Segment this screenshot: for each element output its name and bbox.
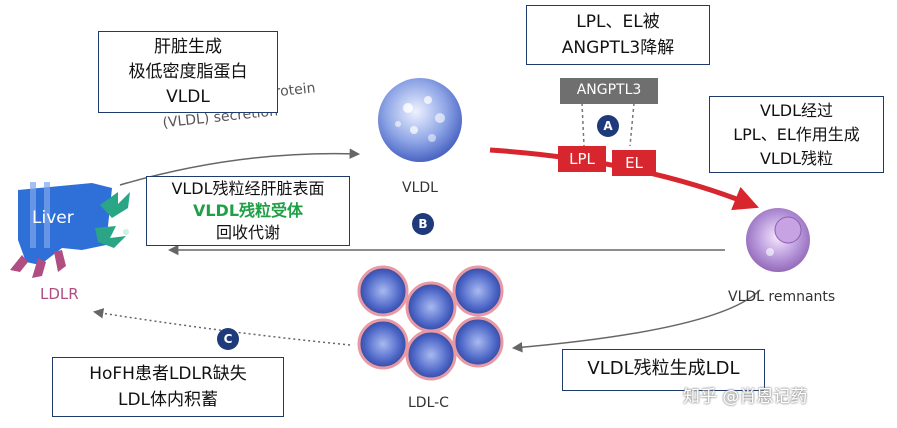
degradation-line-1: LPL、EL被 — [576, 12, 660, 32]
el-enzyme: EL — [612, 150, 656, 176]
vldl-remnants-label: VLDL remnants — [728, 289, 836, 305]
vldl-remnant-particle — [746, 208, 810, 272]
hofh-box: HoFH患者LDLR缺失 LDL体内积蓄 — [52, 357, 284, 417]
liver-shape — [18, 182, 112, 265]
vldl-particle — [378, 78, 462, 162]
remnant-formation-line-3: VLDL残粒 — [759, 149, 834, 168]
angptl3-label: ANGPTL3 — [576, 82, 642, 98]
receptor-uptake-box: VLDL残粒经肝脏表面 VLDL残粒受体 回收代谢 — [146, 176, 350, 246]
angptl3-chains — [581, 102, 635, 147]
liver-production-line-1: 肝脏生成 — [154, 37, 222, 57]
ldlr-receptor-shapes — [10, 250, 66, 278]
receptor-uptake-line-3: 回收代谢 — [215, 223, 280, 242]
hofh-line-1: HoFH患者LDLR缺失 — [89, 364, 247, 384]
liver-label: Liver — [32, 208, 74, 228]
badge-b: B — [412, 213, 434, 235]
angptl3-block-shape — [560, 78, 658, 104]
liver-production-line-2: 极低密度脂蛋白 — [128, 62, 248, 82]
badge-c: C — [217, 328, 239, 350]
ldl-generation-box: VLDL残粒生成LDL — [562, 349, 765, 391]
remnant-formation-line-2: LPL、EL作用生成 — [733, 125, 860, 144]
remnant-formation-line-1: VLDL经过 — [759, 101, 834, 120]
angptl3-degradation-box: LPL、EL被 ANGPTL3降解 — [526, 5, 710, 65]
degradation-line-2: ANGPTL3降解 — [561, 38, 675, 58]
remnant-to-ldl-arrow — [511, 289, 761, 353]
lpl-enzyme: LPL — [558, 146, 606, 172]
ldl-c-label: LDL-C — [408, 395, 449, 411]
liver-production-line-3: VLDL — [166, 87, 210, 107]
remnant-receptor-shapes — [95, 192, 130, 248]
ldl-particle-cluster — [357, 265, 504, 381]
liver-production-box: 肝脏生成 极低密度脂蛋白 VLDL — [98, 31, 278, 113]
receptor-uptake-line-1: VLDL残粒经肝脏表面 — [171, 179, 325, 198]
vldl-label: VLDL — [402, 180, 438, 196]
ldlr-label: LDLR — [40, 285, 79, 303]
watermark: 知乎 @肖恩记药 — [683, 387, 808, 407]
badge-a: A — [597, 115, 619, 137]
remnant-formation-box: VLDL经过 LPL、EL作用生成 VLDL残粒 — [709, 96, 884, 173]
hofh-line-2: LDL体内积蓄 — [117, 390, 219, 410]
receptor-uptake-line-2: VLDL残粒受体 — [192, 201, 304, 220]
ldl-generation-line-1: VLDL残粒生成LDL — [587, 358, 740, 379]
